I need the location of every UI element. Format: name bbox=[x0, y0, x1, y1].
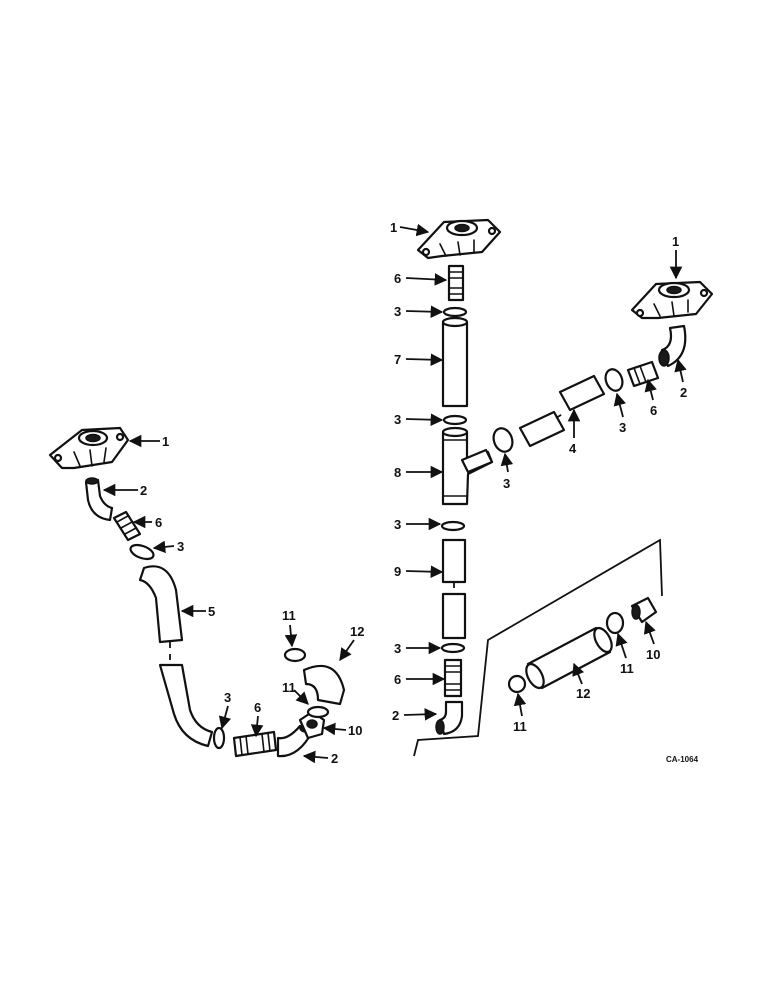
branch-clamp bbox=[492, 427, 514, 453]
center-tube-7 bbox=[441, 316, 469, 408]
center-clamp-c bbox=[440, 520, 466, 532]
callout-left-clamp-3b: 3 bbox=[224, 690, 231, 705]
center-assembly bbox=[416, 218, 502, 736]
leader-lines bbox=[102, 223, 687, 764]
callout-inset-hose: 12 bbox=[576, 686, 590, 701]
callout-branch-nipple: 6 bbox=[650, 403, 657, 418]
left-hose-lower bbox=[158, 663, 214, 748]
inset-outline bbox=[413, 538, 663, 757]
branch-nipple bbox=[626, 360, 660, 388]
branch-tube-4a bbox=[518, 410, 566, 448]
right-flange bbox=[630, 280, 714, 320]
callout-left-elbow: 2 bbox=[140, 483, 147, 498]
callout-center-flange: 1 bbox=[390, 220, 397, 235]
center-clamp-a bbox=[442, 306, 468, 318]
callout-center-clamp-a: 3 bbox=[394, 304, 401, 319]
inset-hose bbox=[525, 626, 613, 690]
callout-center-nipple-b: 6 bbox=[394, 672, 401, 687]
center-nipple-lower bbox=[443, 658, 463, 698]
callout-inset-fitting: 10 bbox=[646, 647, 660, 662]
callout-left-fitting: 10 bbox=[348, 723, 362, 738]
left-bent-hose bbox=[302, 664, 346, 706]
drawing-code: CA-1064 bbox=[666, 755, 699, 764]
branch-clamp-b bbox=[604, 368, 624, 392]
right-elbow bbox=[658, 324, 687, 368]
center-tube-9-lower bbox=[441, 592, 467, 640]
callout-right-elbow: 2 bbox=[680, 385, 687, 400]
center-clamp-d bbox=[440, 642, 466, 654]
callout-left-clamp: 3 bbox=[177, 539, 184, 554]
inset-fitting bbox=[630, 596, 658, 624]
callout-left-nipple: 6 bbox=[155, 515, 162, 530]
center-nipple bbox=[447, 264, 465, 302]
callout-left-hose: 5 bbox=[208, 604, 215, 619]
callout-center-tube-9: 9 bbox=[394, 564, 401, 579]
center-flange bbox=[416, 218, 502, 260]
callout-left-elbow-2b: 2 bbox=[331, 751, 338, 766]
callout-left-nipple-6b: 6 bbox=[254, 700, 261, 715]
inset-clamp-b bbox=[605, 611, 625, 635]
left-nipple bbox=[112, 510, 142, 542]
callout-center-tee: 8 bbox=[394, 465, 401, 480]
left-hose-upper bbox=[138, 565, 184, 644]
callout-left-flange: 1 bbox=[162, 434, 169, 449]
callout-center-clamp-d: 3 bbox=[394, 641, 401, 656]
callout-branch-clamp: 3 bbox=[503, 476, 510, 491]
left-clamp-11b bbox=[306, 705, 330, 719]
callout-left-clamp-11b: 11 bbox=[282, 680, 296, 695]
center-tube-9-upper bbox=[441, 538, 467, 584]
callout-center-elbow: 2 bbox=[392, 708, 399, 723]
callout-center-nipple: 6 bbox=[394, 271, 401, 286]
callout-inset-clamp-b: 11 bbox=[620, 661, 634, 676]
center-clamp-b bbox=[442, 414, 468, 426]
callout-left-hose-12: 12 bbox=[350, 624, 364, 639]
callout-right-flange: 1 bbox=[672, 234, 679, 249]
left-clamp bbox=[129, 543, 155, 561]
left-clamp-lower bbox=[212, 726, 226, 750]
center-elbow bbox=[435, 700, 464, 736]
callout-branch-clamp-b: 3 bbox=[619, 420, 626, 435]
callout-inset-clamp-a: 11 bbox=[513, 719, 527, 734]
inset-clamp-a bbox=[507, 674, 527, 694]
left-nipple-lower bbox=[232, 730, 278, 758]
branch-tube-4b bbox=[558, 374, 606, 412]
callout-branch-tube: 4 bbox=[569, 441, 577, 456]
left-assembly bbox=[48, 426, 346, 758]
center-tee bbox=[441, 426, 494, 506]
branch-assembly bbox=[492, 280, 714, 453]
callout-center-tube-7: 7 bbox=[394, 352, 401, 367]
left-clamp-11a bbox=[283, 647, 307, 663]
callout-labels: 1 2 6 3 5 11 12 11 10 3 6 2 1 6 3 7 3 8 … bbox=[140, 220, 699, 766]
inset-assembly bbox=[413, 538, 663, 757]
callout-center-clamp-c: 3 bbox=[394, 517, 401, 532]
left-elbow bbox=[84, 477, 114, 522]
callout-center-clamp-b: 3 bbox=[394, 412, 401, 427]
left-flange bbox=[48, 426, 130, 470]
callout-left-clamp-11a: 11 bbox=[282, 608, 296, 623]
